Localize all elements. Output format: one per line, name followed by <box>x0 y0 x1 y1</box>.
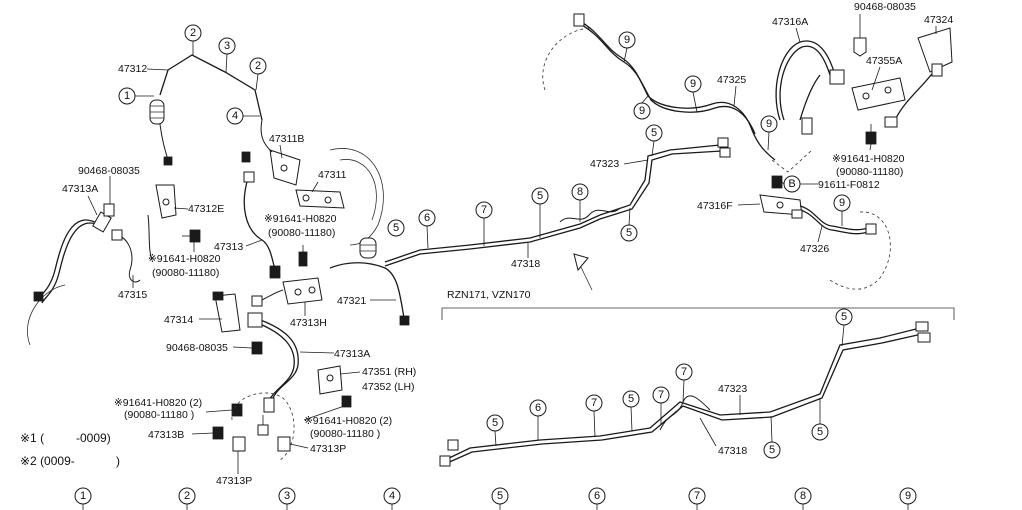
part-90468-08035-label: 90468-08035 <box>78 165 140 177</box>
note-2-close: ) <box>116 454 120 468</box>
legend-callout-5: 5 <box>497 490 503 502</box>
callout-2-right: 2 <box>255 60 261 72</box>
part-47312-label: 47312 <box>118 63 147 75</box>
callout-7-top: 7 <box>481 204 487 216</box>
part-47324-label: 47324 <box>924 14 953 26</box>
part-91641-h0820-2-label-c: ※91641-H0820 (2) <box>114 397 202 409</box>
callout-2-top: 2 <box>190 27 196 39</box>
callout-4-left: 4 <box>232 110 238 122</box>
part-91641-h0820-2-label-d: ※91641-H0820 (2) <box>304 415 392 427</box>
part-91641-h0820-label-e: ※91641-H0820 <box>832 153 905 165</box>
callout-8-top: 8 <box>577 186 583 198</box>
part-47325-label: 47325 <box>717 74 746 86</box>
left-callouts: 1 2 3 2 4 5 <box>118 24 405 237</box>
part-47318-label-b: 47318 <box>718 445 747 457</box>
part-47316A-label: 47316A <box>772 16 808 28</box>
callout-1-left: 1 <box>124 90 130 102</box>
variant-section: RZN171, VZN170 <box>439 289 955 467</box>
callout-9-c: 9 <box>690 78 696 90</box>
part-47326-label: 47326 <box>800 243 829 255</box>
part-47351-rh-label: 47351 (RH) <box>362 366 416 378</box>
applicability-notes: ※1 ( -0009) ※2 (0009- ) <box>20 431 120 468</box>
part-90468-08035-label-b: 90468-08035 <box>166 342 228 354</box>
callout-7-variant-c: 7 <box>681 366 687 378</box>
callout-5-lower: 5 <box>626 227 632 239</box>
callout-7-variant-a: 7 <box>591 397 597 409</box>
note-2-mark: ※2 (0009- <box>20 454 75 468</box>
legend-callout-6: 6 <box>594 490 600 502</box>
part-91641-h0820-label-b: ※91641-H0820 <box>148 253 221 265</box>
top-right-labels: 47316A 90468-08035 47324 47355A ※91641-H… <box>697 1 953 255</box>
callout-5-variant-b: 5 <box>628 393 634 405</box>
callout-6-variant: 6 <box>535 402 541 414</box>
part-91611-f0812-label: 91611-F0812 <box>818 179 880 191</box>
part-47313A-label: 47313A <box>62 183 98 195</box>
note-1-range: -0009) <box>76 431 111 445</box>
part-47323-label-b: 47323 <box>718 383 747 395</box>
part-47355A-label: 47355A <box>866 55 902 67</box>
part-47313A-label-b: 47313A <box>334 348 370 360</box>
part-47318-label-a: 47318 <box>511 258 540 270</box>
callout-5-variant-e: 5 <box>841 311 847 323</box>
part-90080-11180-label-e: (90080-11180) <box>836 166 903 178</box>
top-right-assembly <box>759 27 953 290</box>
part-91641-h0820-label-a: ※91641-H0820 <box>264 213 337 225</box>
top-center-labels: 47318 47323 47325 <box>511 74 746 270</box>
callout-9-d: 9 <box>766 118 772 130</box>
legend-callout-8: 8 <box>800 490 806 502</box>
rear-left-assembly <box>27 54 410 461</box>
part-47316F-label: 47316F <box>697 200 733 212</box>
part-47314-label: 47314 <box>164 314 193 326</box>
callout-B: B <box>788 178 795 190</box>
legend-callout-4: 4 <box>389 490 395 502</box>
part-90080-11180-label-a: (90080-11180) <box>268 227 335 239</box>
part-47313-label: 47313 <box>214 241 243 253</box>
part-47311B-label: 47311B <box>269 133 304 145</box>
note-1-mark: ※1 ( <box>20 431 44 445</box>
part-90468-08035-label-c: 90468-08035 <box>854 1 916 13</box>
top-center-pipe-run <box>384 13 813 291</box>
callout-5-variant-a: 5 <box>492 417 498 429</box>
part-47312E-label: 47312E <box>188 203 224 215</box>
part-90080-11180-label-d: (90080-11180 ) <box>310 428 380 440</box>
callout-5-near-47321: 5 <box>393 222 399 234</box>
variant-callouts: 5 6 7 5 7 7 5 5 5 <box>486 308 853 459</box>
legend-callout-9: 9 <box>905 490 911 502</box>
part-47323-label-a: 47323 <box>590 158 619 170</box>
part-90080-11180-label-b: (90080-11180) <box>152 267 219 279</box>
part-47313B-label: 47313B <box>148 429 184 441</box>
callout-7-variant-b: 7 <box>658 389 664 401</box>
part-47313P-label-a: 47313P <box>310 443 346 455</box>
variant-labels: 47323 47318 <box>699 383 747 457</box>
callout-9-a: 9 <box>624 34 630 46</box>
callout-5-upper: 5 <box>651 127 657 139</box>
left-part-labels: 47312 47311B 90468-08035 47313A 47311 47… <box>62 63 416 487</box>
callout-5-top: 5 <box>537 190 543 202</box>
legend-callout-7: 7 <box>694 490 700 502</box>
part-47313P-label-b: 47313P <box>216 475 252 487</box>
callout-5-variant-d: 5 <box>817 426 823 438</box>
callout-5-variant-c: 5 <box>769 444 775 456</box>
callout-9-b: 9 <box>639 105 645 117</box>
part-47315-label: 47315 <box>118 289 147 301</box>
part-47311-label: 47311 <box>318 169 347 181</box>
part-90080-11180-label-c: (90080-11180 ) <box>124 409 194 421</box>
callout-9-right: 9 <box>839 197 845 209</box>
part-47352-lh-label: 47352 (LH) <box>362 381 415 393</box>
top-center-callouts: 6 7 5 8 5 5 9 9 9 9 <box>418 31 778 249</box>
legend-callout-2: 2 <box>184 490 190 502</box>
callout-3-top: 3 <box>224 40 230 52</box>
callout-6-top: 6 <box>424 212 430 224</box>
variant-model-label: RZN171, VZN170 <box>447 289 531 301</box>
legend-callout-3: 3 <box>284 490 290 502</box>
part-47313H-label: 47313H <box>290 317 327 329</box>
callout-legend-row: 1 2 3 4 5 6 7 8 9 <box>74 487 917 510</box>
part-47321-label: 47321 <box>337 295 366 307</box>
legend-callout-1: 1 <box>80 490 86 502</box>
